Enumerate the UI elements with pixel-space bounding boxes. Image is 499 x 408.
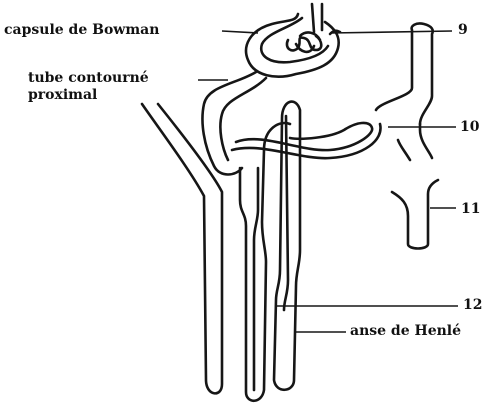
proximal-tubule-outer: [202, 72, 256, 175]
label-proximal-tubule: tube contourné proximal: [28, 70, 149, 104]
label-9: 9: [458, 22, 468, 39]
label-11: 11: [461, 201, 480, 218]
collecting-duct-left: [142, 104, 222, 393]
leader-bowman: [222, 31, 258, 33]
vessel-upper: [376, 23, 433, 124]
vessel-lower: [392, 180, 438, 249]
vessel-middle: [398, 124, 432, 160]
henle-inner: [254, 168, 258, 390]
label-proximal-tubule-line2: proximal: [28, 87, 97, 103]
label-10: 10: [460, 119, 479, 136]
label-henle-loop: anse de Henlé: [350, 323, 461, 340]
arteriole-afferent: [312, 4, 322, 32]
label-12: 12: [463, 297, 482, 314]
glomerulus: [287, 33, 321, 52]
label-bowman-capsule: capsule de Bowman: [4, 22, 159, 39]
distal-tubule: [236, 123, 372, 150]
label-proximal-tubule-line1: tube contourné: [28, 70, 149, 86]
